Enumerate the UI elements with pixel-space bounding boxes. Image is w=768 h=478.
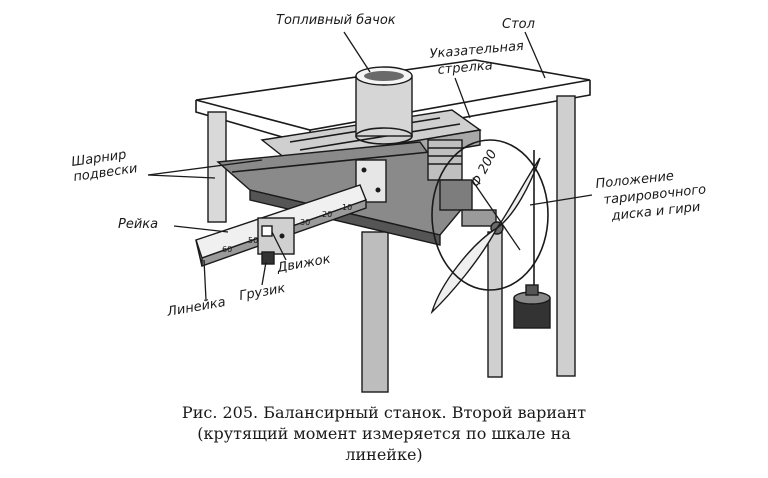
calibration-disk <box>431 139 549 291</box>
leader-slider <box>271 231 287 261</box>
leader-fuel-tank <box>343 31 371 73</box>
table-leg-right <box>556 95 576 377</box>
ruler-mark: 50 <box>248 236 258 245</box>
label-table: Стол <box>502 17 535 32</box>
caption-line: Рис. 205. Балансирный станок. Второй вар… <box>181 403 587 422</box>
disk-diameter-label: Ф 200 <box>468 147 500 189</box>
label-rack: Рейка <box>118 217 158 232</box>
ruler-mark: 10 <box>342 203 352 212</box>
hinge-bolt <box>375 187 381 193</box>
engine <box>427 139 504 235</box>
leader-pointer <box>454 77 471 119</box>
leader-rack <box>173 225 229 233</box>
ruler-mark: 30 <box>300 218 310 227</box>
caption-line: линейке) <box>345 445 423 464</box>
hinge-bolt <box>361 167 367 173</box>
leader-weight <box>261 261 267 286</box>
label-fuel-tank: Топливный бачок <box>276 13 396 28</box>
leader-calibration <box>529 194 593 206</box>
label-pointer-line2: стрелка <box>437 58 493 78</box>
fuel-tank <box>355 66 413 145</box>
slider <box>257 217 295 255</box>
calibration-weight <box>513 284 551 329</box>
small-weight <box>261 251 275 265</box>
caption-line: (крутящий момент измеряется по шкале на <box>197 424 571 443</box>
ruler-mark: 60 <box>222 245 232 254</box>
balance-stand-illustration: Ф 200 60 50 40 30 20 10 Топливный бачок … <box>70 13 707 393</box>
leader-hinge <box>147 174 216 179</box>
table-leg-front <box>361 231 389 393</box>
ruler-mark: 20 <box>322 210 332 219</box>
leader-hinge <box>147 159 263 176</box>
label-ruler: Линейка <box>165 295 227 320</box>
label-weight: Грузик <box>238 281 286 304</box>
figure-caption: Рис. 205. Балансирный станок. Второй вар… <box>0 402 768 465</box>
label-pointer-line1: Указательная <box>429 39 525 62</box>
table-leg-middle <box>487 231 503 378</box>
leader-table <box>524 31 546 79</box>
propeller <box>430 157 541 315</box>
disk-diameter-line <box>471 179 521 251</box>
leader-ruler <box>203 259 207 301</box>
